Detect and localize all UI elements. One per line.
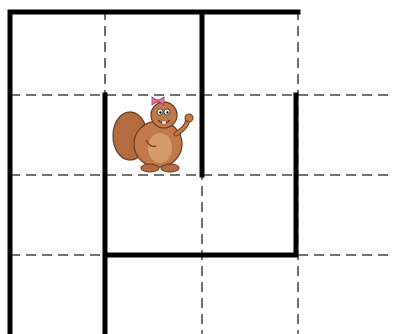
bow-knot xyxy=(156,99,160,103)
beaver-foot xyxy=(141,164,159,172)
beaver-pupil xyxy=(166,111,168,113)
beaver-foot xyxy=(161,164,179,172)
beaver-belly xyxy=(148,133,172,163)
beaver-icon[interactable] xyxy=(113,97,193,172)
beaver-pupil xyxy=(159,111,161,113)
beaver-teeth xyxy=(162,121,166,124)
maze-walls xyxy=(10,12,298,334)
beaver-hand xyxy=(185,114,193,122)
